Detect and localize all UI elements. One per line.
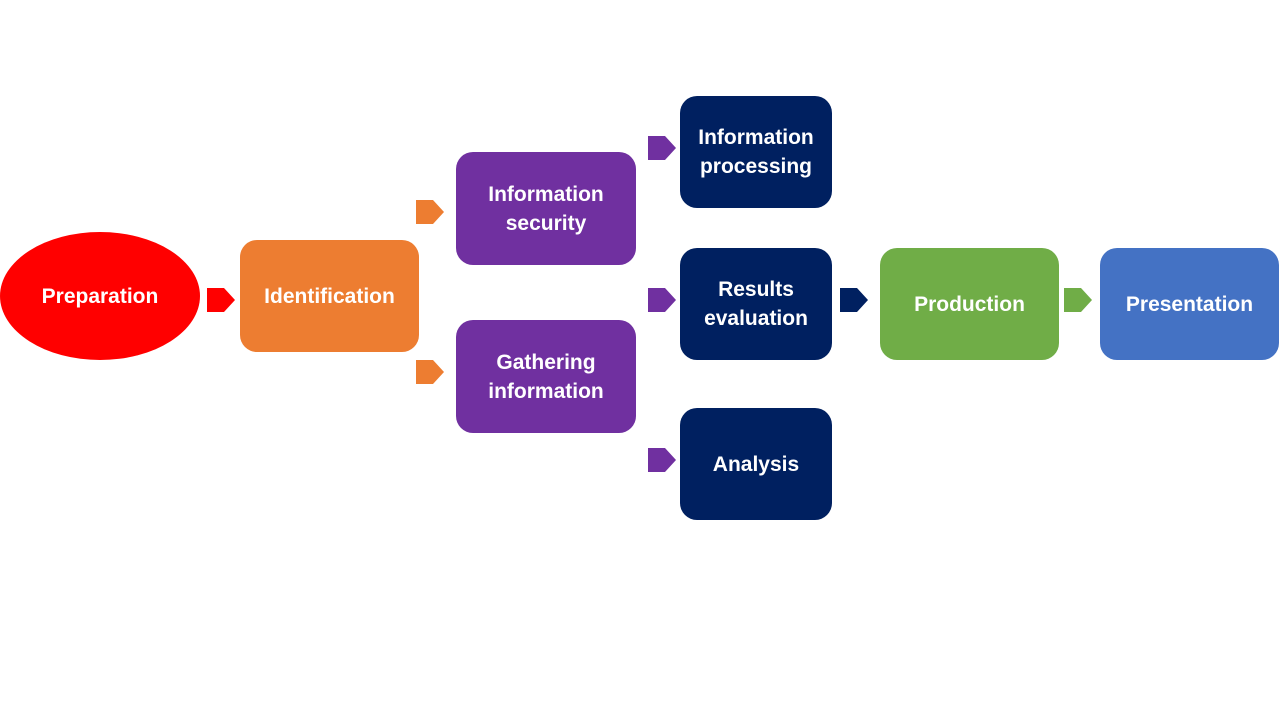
connector-preparation-to-identification-arrow-icon — [207, 288, 235, 312]
node-information-processing-line2: processing — [699, 155, 813, 178]
node-identification-label: Identification — [264, 284, 395, 308]
connector-identification-to-gathering-information-arrow-icon — [416, 360, 444, 384]
connector-production-to-presentation-arrow-icon — [1064, 288, 1092, 312]
node-results-evaluation: Results evaluation — [680, 248, 832, 360]
node-results-evaluation-line2: evaluation — [704, 307, 808, 330]
node-production: Production — [880, 248, 1059, 360]
node-results-evaluation-line1: Results — [718, 278, 794, 301]
node-gathering-information-line2: information — [488, 379, 604, 403]
node-gathering-information-line1: Gathering — [496, 350, 596, 374]
node-production-label: Production — [914, 292, 1025, 316]
connector-gathering-information-to-results-evaluation-arrow-icon — [648, 288, 676, 312]
node-information-processing: Information processing — [680, 96, 832, 208]
node-identification: Identification — [240, 240, 419, 352]
node-gathering-information: Gathering information — [456, 320, 636, 433]
node-information-security: Information security — [456, 152, 636, 265]
connector-results-evaluation-to-production-arrow-icon — [840, 288, 868, 312]
node-preparation: Preparation — [0, 232, 200, 360]
node-information-processing-line1: Information — [698, 126, 814, 149]
node-presentation-label: Presentation — [1125, 292, 1254, 316]
node-preparation-label: Preparation — [41, 284, 159, 308]
connector-identification-to-information-security-arrow-icon — [416, 200, 444, 224]
node-analysis-label: Analysis — [712, 452, 800, 476]
connector-gathering-information-to-analysis-arrow-icon — [648, 448, 676, 472]
node-information-security-line1: Information — [488, 182, 604, 206]
node-information-security-line2: security — [505, 211, 587, 235]
node-presentation: Presentation — [1100, 248, 1279, 360]
node-analysis: Analysis — [680, 408, 832, 520]
connector-information-security-to-information-processing-arrow-icon — [648, 136, 676, 160]
